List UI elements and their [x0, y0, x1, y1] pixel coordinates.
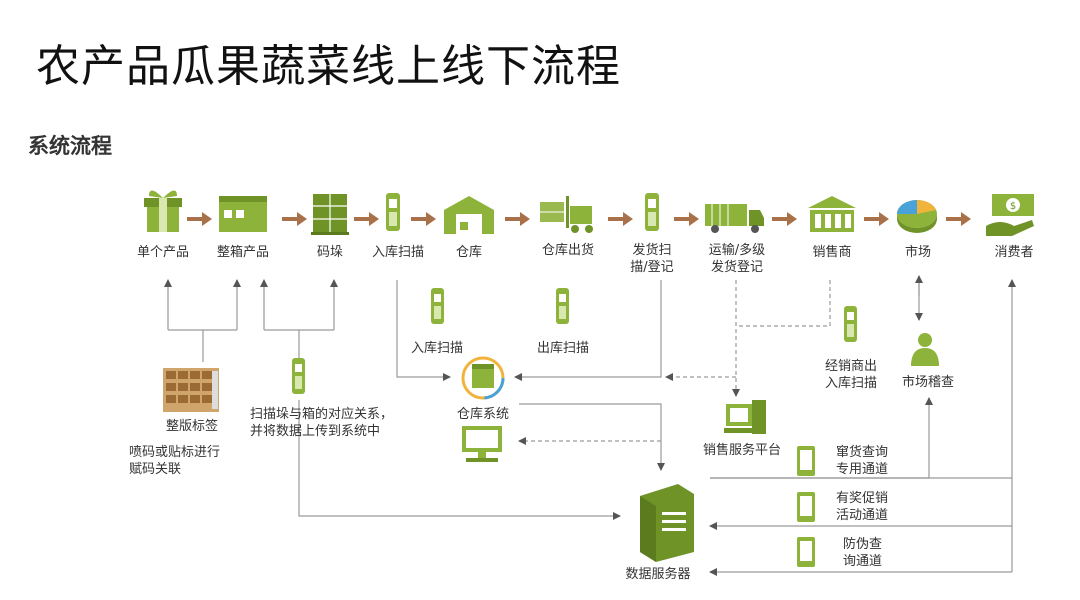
flow-arrow: [187, 212, 212, 226]
pallet-label-title: 整版标签: [165, 419, 219, 434]
flow-arrow: [282, 212, 307, 226]
server-icon: [640, 484, 694, 562]
forklift-icon: [540, 196, 593, 233]
channel-promo-label: 有奖促销 活动通道: [836, 491, 889, 523]
step-boxed-product-label: 整箱产品: [216, 245, 270, 260]
pallet-label-icon: [163, 368, 219, 412]
step-single-product-label: 单个产品: [136, 245, 190, 260]
flow-arrow: [772, 212, 797, 226]
step-transport-label: 运输/多级 发货登记: [708, 243, 766, 275]
step-stacking-label: 码垛: [316, 245, 344, 260]
scanner-icon: [844, 306, 857, 342]
channel-query-label: 窜货查询 专用通道: [836, 445, 889, 477]
data-server-label: 数据服务器: [625, 567, 691, 582]
inspector-icon: [911, 333, 939, 366]
flow-arrow: [608, 212, 633, 226]
phone-icon: [797, 492, 815, 522]
sales-platform-label: 销售服务平台: [702, 443, 782, 458]
phone-icon: [797, 537, 815, 567]
flow-arrow: [864, 212, 889, 226]
in-scan-label: 入库扫描: [410, 341, 464, 356]
box-icon: [219, 196, 267, 232]
step-market-label: 市场: [904, 245, 932, 260]
warehouse-icon: [444, 196, 494, 234]
scanner-icon: [386, 193, 400, 231]
out-scan-label: 出库扫描: [536, 341, 590, 356]
svg-text:$: $: [1010, 201, 1016, 212]
computer-icon: [462, 426, 502, 462]
phone-icon: [797, 446, 815, 476]
flow-arrow: [505, 212, 530, 226]
warehouse-system-label: 仓库系统: [456, 407, 510, 422]
pie-chart-icon: [897, 200, 937, 233]
market-inspect-label: 市场稽查: [901, 375, 955, 390]
channel-antifake-label: 防伪查 询通道: [843, 537, 883, 569]
section-title: 系统流程: [28, 134, 112, 158]
dealer-scan-label: 经销商出 入库扫描: [824, 359, 878, 391]
money-hand-icon: $: [986, 194, 1034, 236]
flow-arrow: [674, 212, 699, 226]
scanner-icon: [556, 288, 569, 324]
scanner-icon: [645, 193, 659, 231]
flow-arrows: [187, 212, 971, 226]
pallet-stack-icon: [311, 194, 349, 235]
scan-upload-note: 扫描垛与箱的对应关系， 并将数据上传到系统中: [250, 407, 394, 439]
flow-arrow: [946, 212, 971, 226]
store-icon: [808, 196, 856, 232]
flow-arrow: [411, 212, 436, 226]
truck-icon: [705, 204, 764, 233]
step-ship-scan-label: 发货扫 描/登记: [630, 243, 674, 275]
sales-platform-icon: [724, 400, 766, 434]
flow-arrow: [354, 212, 379, 226]
page-title: 农产品瓜果蔬菜线上线下流程: [36, 41, 621, 92]
scanner-icon: [431, 288, 444, 324]
gift-icon: [144, 190, 182, 232]
step-consumer-label: 消费者: [994, 245, 1034, 260]
scanner-icon: [292, 358, 305, 394]
step-warehouse-label: 仓库: [455, 245, 483, 260]
step-distributor-label: 销售商: [812, 245, 852, 260]
step-warehouse-out-label: 仓库出货: [541, 243, 595, 258]
warehouse-system-icon: [461, 356, 505, 400]
step-warehouse-in-scan-label: 入库扫描: [371, 245, 425, 260]
pallet-label-note: 喷码或贴标进行 赋码关联: [129, 445, 221, 477]
